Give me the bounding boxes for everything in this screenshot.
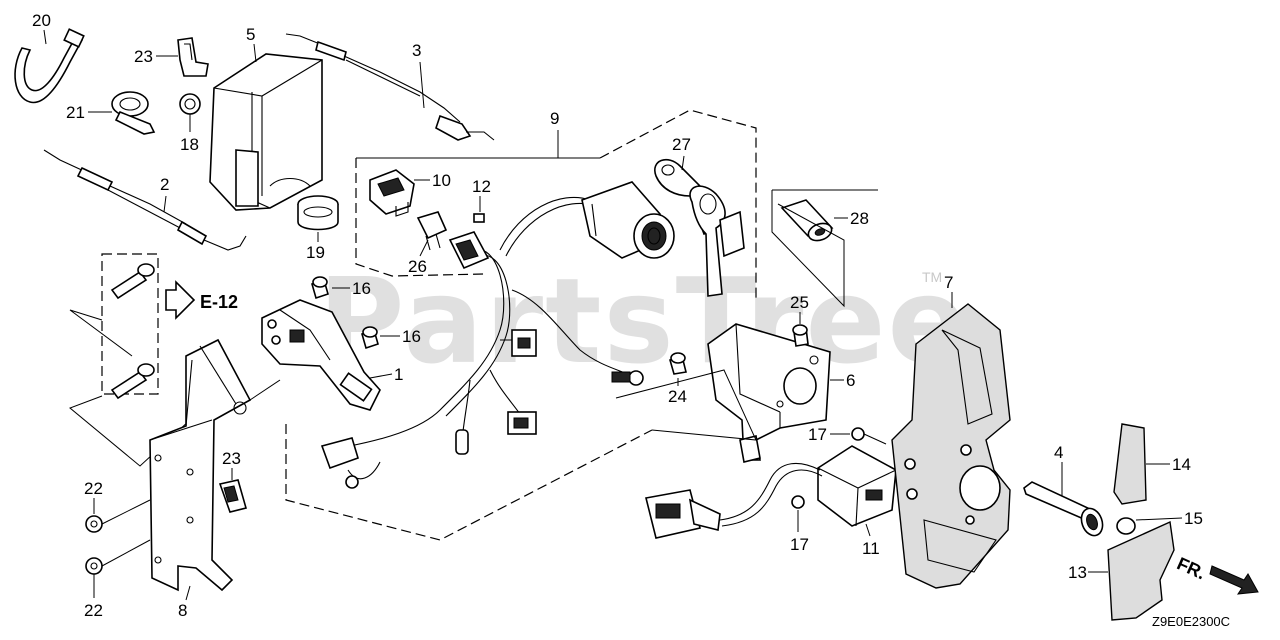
part-2-throttle-cable[interactable] [43,149,247,251]
part-18-nut[interactable] [179,93,201,115]
part-21-clamp[interactable] [111,91,156,135]
label-3: 3 [412,41,421,60]
watermark-trademark: TM [922,269,942,285]
part-3-choke-cable[interactable] [285,33,495,141]
label-28: 28 [850,209,869,228]
part-22-bolt-lower[interactable] [85,557,103,575]
part-15-o-ring[interactable] [1116,517,1136,535]
label-13: 13 [1068,563,1087,582]
watermark-text: PartsTree [318,252,970,390]
label-5: 5 [246,25,255,44]
label-17-bottom: 17 [790,535,809,554]
part-17-screw-top[interactable] [851,427,865,441]
part-27-keys[interactable] [654,158,745,297]
label-7: 7 [944,273,953,292]
front-direction-arrow[interactable] [1209,565,1259,595]
label-23-top: 23 [134,47,153,66]
part-16-screw-top[interactable] [311,276,329,300]
part-10-connector[interactable] [369,169,415,217]
label-24: 24 [668,387,687,406]
harness-plug[interactable] [448,231,490,270]
bolt-group-box [101,253,159,395]
reference-label: E-12 [200,292,238,312]
label-26: 26 [408,257,427,276]
part-16-screw-mid[interactable] [361,326,379,350]
part-12-terminal[interactable] [473,213,485,223]
harness-outline-left [355,158,485,277]
harness-ring-terminal[interactable] [611,370,644,386]
part-22-bolt-upper[interactable] [85,515,103,533]
part-13-panel[interactable] [1107,520,1175,621]
harness-outline-right [599,109,757,300]
module-connector[interactable] [645,489,721,539]
harness-fuse[interactable] [455,429,469,455]
label-2: 2 [160,175,169,194]
part-7-side-cover[interactable] [891,303,1011,589]
label-14: 14 [1172,455,1191,474]
label-4: 4 [1054,443,1063,462]
label-18: 18 [180,135,199,154]
part-20-cable-tie[interactable] [14,28,85,104]
part-26-connector[interactable] [416,211,448,251]
part-28-sleeve[interactable] [780,199,834,244]
label-6: 6 [846,371,855,390]
label-12: 12 [472,177,491,196]
bolt-upper[interactable] [110,263,155,300]
part-23-clip-top[interactable] [177,37,209,77]
label-16-top: 16 [352,279,371,298]
part-25-screw[interactable] [792,324,809,347]
label-27: 27 [672,135,691,154]
bolt-lower[interactable] [110,363,155,400]
part-6-switch-bracket[interactable] [707,323,831,463]
label-16-mid: 16 [402,327,421,346]
label-22-upper: 22 [84,479,103,498]
harness-connector-lower[interactable] [507,411,537,435]
harness-terminal-left[interactable] [320,437,381,489]
label-22-lower: 22 [84,601,103,620]
part-17-screw-bottom[interactable] [791,495,805,509]
part-19-grommet[interactable] [297,195,339,231]
harness-outline-lower [285,424,653,541]
part-1-throttle-control[interactable] [261,299,381,411]
label-21: 21 [66,103,85,122]
diagram-code: Z9E0E2300C [1152,614,1230,629]
label-19: 19 [306,243,325,262]
label-20: 20 [32,11,51,30]
part-23-clip-lower[interactable] [218,479,247,513]
label-11: 11 [862,539,880,558]
label-9: 9 [550,109,559,128]
part-4-key-cylinder[interactable] [1023,481,1106,539]
harness-connector-upper[interactable] [511,329,537,357]
label-23-lower: 23 [222,449,241,468]
label-25: 25 [790,293,809,312]
reference-arrow[interactable] [165,280,196,320]
label-10: 10 [432,171,451,190]
part-14-plate[interactable] [1113,423,1147,505]
part-11-control-module[interactable] [719,445,897,527]
part-24-screw[interactable] [669,352,687,375]
label-15: 15 [1184,509,1203,528]
ignition-switch[interactable] [581,181,675,259]
label-1: 1 [394,365,403,384]
label-17-top: 17 [808,425,827,444]
part-8-bracket[interactable] [149,338,281,592]
label-8: 8 [178,601,187,620]
front-direction-label: FR. [1174,553,1209,583]
part-5-control-box-cover[interactable] [209,53,323,211]
